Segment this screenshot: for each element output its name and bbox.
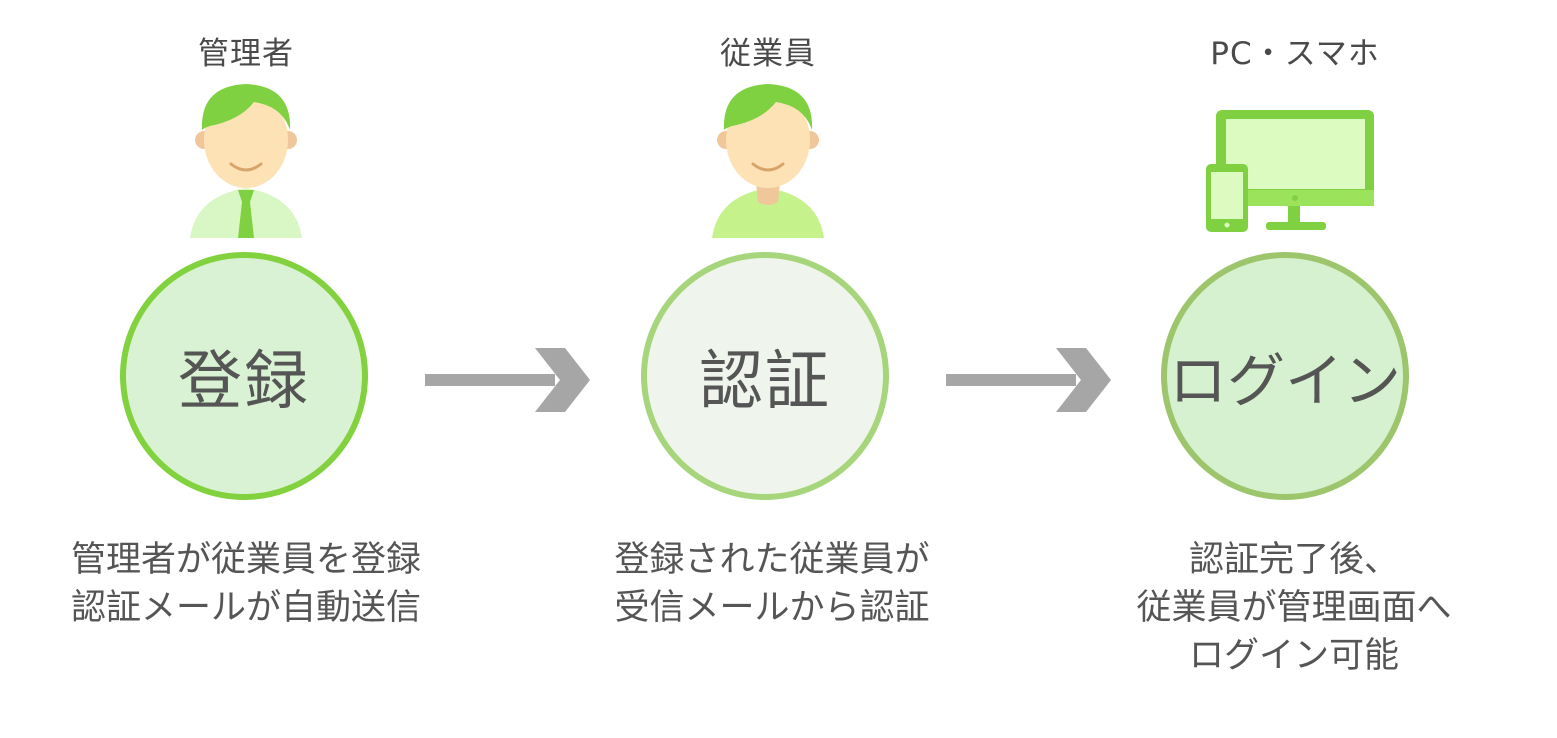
- arrow-right-icon: [425, 348, 590, 412]
- step-2-description: 登録された従業員が 受信メールから認証: [552, 536, 992, 632]
- step-1-circle: 登録: [120, 252, 368, 500]
- step-3-device-label: PC・スマホ: [1210, 36, 1380, 72]
- step-1-description-line-2: 認証メールが自動送信: [70, 588, 421, 628]
- devices-icon: [1206, 110, 1374, 232]
- step-2-description-line-2: 受信メールから認証: [614, 588, 930, 628]
- employee-icon: [712, 84, 824, 238]
- arrow-right-icon: [946, 348, 1111, 412]
- manager-icon: [190, 84, 302, 238]
- step-2-title: 認証: [699, 345, 831, 419]
- step-3-title: ログイン: [1168, 347, 1401, 415]
- step-2-circle: 認証: [641, 252, 889, 500]
- step-2-description-line-1: 登録された従業員が: [614, 540, 930, 580]
- step-2-role-label: 従業員: [720, 36, 816, 72]
- step-3-description-line-1: 認証完了後、: [1188, 540, 1399, 580]
- step-3-description-line-3: ログイン可能: [1188, 636, 1399, 676]
- step-3-description-line-2: 従業員が管理画面へ: [1136, 588, 1452, 628]
- step-3-description: 認証完了後、 従業員が管理画面へ ログイン可能: [1074, 536, 1514, 680]
- step-1-description-line-1: 管理者が従業員を登録: [70, 540, 421, 580]
- step-1-role-label: 管理者: [198, 36, 294, 72]
- step-1-title: 登録: [178, 345, 310, 419]
- step-1-description: 管理者が従業員を登録 認証メールが自動送信: [26, 536, 466, 632]
- step-3-circle: ログイン: [1161, 252, 1409, 500]
